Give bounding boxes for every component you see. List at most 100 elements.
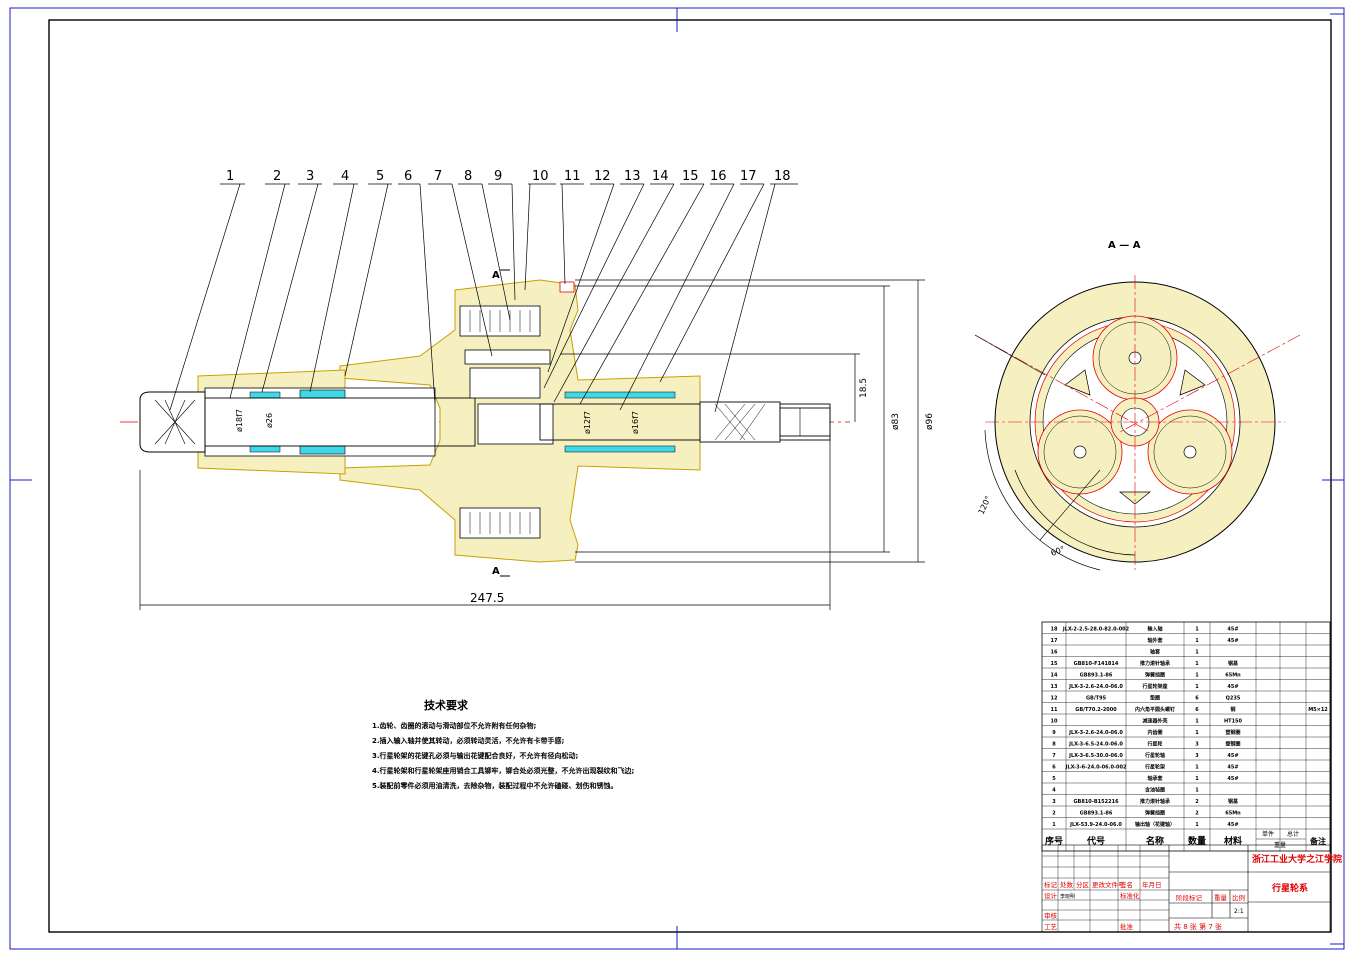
svg-text:设计: 设计 (1044, 891, 1058, 900)
bom-cell-no: 17 (1051, 638, 1058, 644)
output-shaft (204, 397, 476, 447)
bom-cell-code: GB/T95 (1086, 696, 1107, 702)
svg-text:工艺: 工艺 (1044, 923, 1058, 931)
bom-cell-no: 2 (1052, 811, 1056, 817)
svg-text:17: 17 (740, 169, 757, 184)
bom-cell-no: 13 (1051, 684, 1058, 690)
tech-item-1: 1.齿轮、齿圈的滚动与滑动部位不允许附有任何杂物; (372, 722, 537, 730)
title-block (1041, 844, 1331, 933)
svg-text:1: 1 (226, 169, 234, 184)
bom-header-note: 备注 (1309, 836, 1326, 846)
bom-cell-qty: 1 (1195, 650, 1199, 656)
screw (559, 281, 575, 293)
designer-name: 李晓明 (1060, 893, 1075, 900)
bom-cell-mat: 45# (1227, 765, 1238, 771)
bom-header-name: 名称 (1146, 835, 1164, 847)
tech-item-4: 4.行星轮架和行星轮架座用销合工具铆牢，铆合处必须光整，不允许出现裂纹和飞边; (372, 767, 635, 775)
bom-cell-mat: 45# (1227, 684, 1238, 690)
balloon-numbers: 1 2 3 4 5 6 7 8 9 10 11 12 13 14 15 16 1… (226, 169, 791, 184)
title-block-text: 浙江工业大学之江学院 行星轮系 标记 处数 分区 更改文件号 签名 年月日 设计… (1044, 853, 1342, 931)
bom-cell-qty: 1 (1195, 730, 1199, 736)
dim-angle-60: 60° (1050, 545, 1066, 558)
planet-pin (464, 349, 551, 365)
bom-cell-code: JLX-3-6-24.0-06.0-002 (1065, 765, 1127, 771)
svg-text:重量: 重量 (1214, 894, 1228, 902)
tech-item-5: 5.装配前零件必须用油清洗，去除杂物，装配过程中不允许磕碰、划伤和锈蚀。 (372, 782, 618, 790)
bom-cell-qty: 1 (1195, 638, 1199, 644)
svg-text:签名: 签名 (1120, 880, 1133, 889)
tech-title: 技术要求 (424, 699, 468, 712)
bom-cell-name: 行星轮轴 (1144, 752, 1165, 759)
leader-lines (169, 183, 798, 413)
svg-text:2: 2 (273, 169, 281, 184)
bom-cell-mat: 塑钢圈 (1225, 741, 1240, 748)
bom-cell-no: 8 (1052, 742, 1056, 748)
bom-cell-code: GB893.1-86 (1080, 811, 1113, 817)
svg-text:10: 10 (532, 169, 549, 184)
bom-cell-code: JLX-2-2.5-28.0-82.0-002 (1062, 627, 1130, 633)
bom-cell-name: 轴承套 (1147, 775, 1162, 782)
bom-cell-name: 行星轮架座 (1141, 683, 1167, 690)
bom-cell-mat: 钢 (1230, 706, 1235, 713)
bom-cell-name: 减速器外壳 (1142, 718, 1167, 725)
section-label: A — A (1108, 240, 1141, 251)
bom-cell-no: 4 (1052, 788, 1056, 794)
svg-text:批准: 批准 (1120, 922, 1134, 931)
bom-cell-mat: 65Mn (1225, 811, 1241, 817)
bom-cell-no: 9 (1052, 730, 1056, 736)
dim-18-5: 18.5 (859, 378, 869, 398)
bom-cell-name: 内齿圈 (1147, 729, 1162, 736)
bom-cell-mat: 45# (1227, 822, 1238, 828)
dim-overall-length: 247.5 (470, 591, 504, 605)
technical-requirements: 技术要求 1.齿轮、齿圈的滚动与滑动部位不允许附有任何杂物; 2.插入输入轴并使… (372, 698, 642, 794)
bom-cell-qty: 1 (1195, 661, 1199, 667)
bom-cell-qty: 1 (1195, 719, 1199, 725)
bom-cell-no: 5 (1052, 776, 1056, 782)
section-mark-top: A (492, 270, 500, 281)
bom-cell-qty: 2 (1195, 811, 1199, 817)
bom-cell-mat: 钢基 (1228, 660, 1239, 667)
bom-header-qty: 数量 (1188, 835, 1206, 847)
bom-cell-qty: 2 (1195, 799, 1199, 805)
bom-cell-code: JLX-3-6.5-30.0-06.0 (1068, 753, 1123, 759)
bom-cell-qty: 1 (1195, 627, 1199, 633)
dim-d12: ø12f7 (583, 411, 592, 434)
bom-cell-mat: 45# (1227, 627, 1238, 633)
bom-header-unit: 单件 (1262, 830, 1274, 838)
svg-text:5: 5 (376, 169, 384, 184)
dim-d83: ø83 (891, 413, 901, 430)
bom-cell-mat: 45# (1227, 776, 1238, 782)
svg-text:3: 3 (306, 169, 314, 184)
svg-text:审核: 审核 (1044, 911, 1058, 920)
bom-cell-no: 10 (1051, 719, 1058, 725)
svg-text:11: 11 (564, 169, 581, 184)
bom-cell-name: 轴外套 (1147, 637, 1162, 644)
tech-item-2: 2.插入输入轴并使其转动，必须转动灵活，不允许有卡带手感; (372, 737, 565, 745)
svg-text:14: 14 (652, 169, 669, 184)
bom-cell-mat: HT150 (1224, 719, 1243, 725)
bom-cell-mat: 45# (1227, 753, 1238, 759)
section-mark-bottom: A (492, 566, 500, 577)
svg-text:阶段标记: 阶段标记 (1176, 893, 1203, 902)
felt-ring-bottom (299, 445, 346, 455)
bom-cell-name: 内六角平圆头螺钉 (1135, 706, 1175, 713)
bom-cell-name: 行星轮 (1146, 741, 1162, 748)
scale-value: 2:1 (1234, 908, 1244, 915)
bom-cell-mat: 塑钢圈 (1225, 729, 1240, 736)
bom-cell-name: 轴套 (1150, 649, 1160, 656)
svg-text:15: 15 (682, 169, 699, 184)
bom-cell-code: JLX-3-6.5-24.0-06.0 (1068, 742, 1123, 748)
bom-cell-no: 11 (1051, 707, 1058, 713)
svg-text:6: 6 (404, 169, 412, 184)
bom-cell-qty: 6 (1195, 707, 1199, 713)
bom-cell-code: JLX-3-2.6-24.0-06.0 (1068, 684, 1123, 690)
school-name: 浙江工业大学之江学院 (1252, 853, 1342, 865)
bom-cell-no: 6 (1052, 765, 1056, 771)
bom-cell-qty: 1 (1195, 776, 1199, 782)
sheet-count: 共 8 张 第 7 张 (1174, 922, 1222, 931)
svg-text:16: 16 (710, 169, 727, 184)
felt-ring-top (299, 389, 346, 399)
bom-cell-qty: 1 (1195, 765, 1199, 771)
bom-cell-code: GB893.1-86 (1080, 673, 1113, 679)
